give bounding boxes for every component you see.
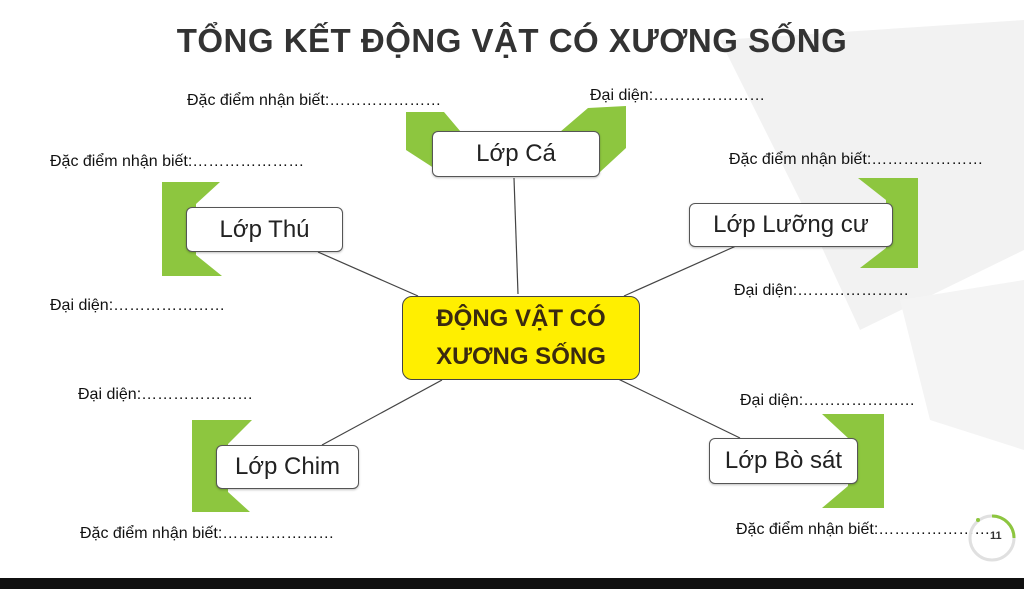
class-box-luong-cu: Lớp Lưỡng cư xyxy=(689,203,893,247)
luong-cu-examples-note: Đại diện:………………… xyxy=(734,282,910,299)
center-label-line1: ĐỘNG VẬT CÓ xyxy=(436,305,606,332)
bo-sat-features-note: Đặc điểm nhận biết:………………… xyxy=(736,521,991,538)
thu-features-note: Đặc điểm nhận biết:………………… xyxy=(50,153,305,170)
ca-examples-note: Đại diện:………………… xyxy=(590,87,766,104)
bottom-bar xyxy=(0,578,1024,589)
background-shape xyxy=(720,20,1024,330)
class-box-chim: Lớp Chim xyxy=(216,445,359,489)
connector-line xyxy=(321,379,443,446)
connector-line xyxy=(317,251,419,297)
connector-line xyxy=(513,177,519,295)
center-label-line2: XƯƠNG SỐNG xyxy=(436,343,606,370)
center-node: ĐỘNG VẬT CÓ XƯƠNG SỐNG xyxy=(402,296,640,380)
bo-sat-examples-note: Đại diện:………………… xyxy=(740,392,916,409)
connector-line xyxy=(611,375,741,439)
background-shape xyxy=(900,280,1024,450)
connector-line xyxy=(623,245,737,297)
page-title: TỔNG KẾT ĐỘNG VẬT CÓ XƯƠNG SỐNG xyxy=(176,22,848,59)
luong-cu-features-note: Đặc điểm nhận biết:………………… xyxy=(729,151,984,168)
class-box-thu: Lớp Thú xyxy=(186,207,343,252)
progress-number: 11 xyxy=(990,530,1002,542)
thu-examples-note: Đại diện:………………… xyxy=(50,297,226,314)
class-box-ca: Lớp Cá xyxy=(432,131,600,177)
chim-features-note: Đặc điểm nhận biết:………………… xyxy=(80,525,335,542)
chim-examples-note: Đại diện:………………… xyxy=(78,386,254,403)
class-box-bo-sat: Lớp Bò sát xyxy=(709,438,858,484)
progress-ring-icon[interactable] xyxy=(962,506,1018,568)
ca-features-note: Đặc điểm nhận biết:………………… xyxy=(187,92,442,109)
